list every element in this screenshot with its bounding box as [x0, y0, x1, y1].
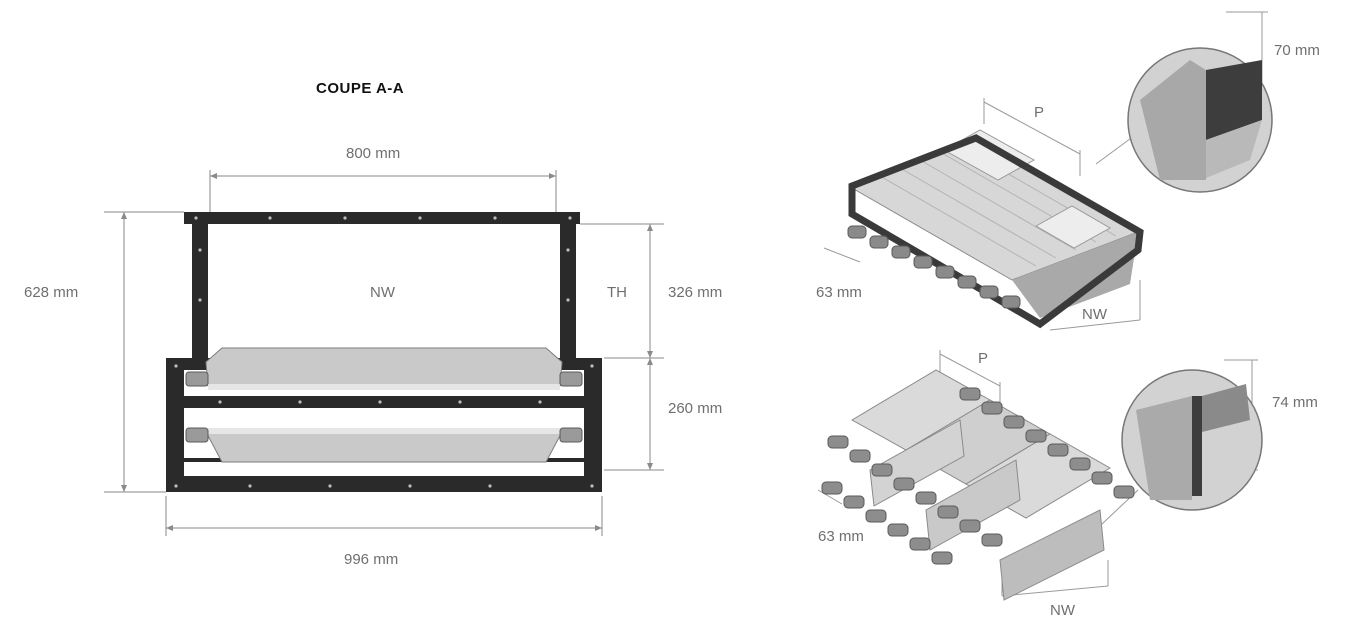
- dim-height-total: 628 mm: [24, 284, 79, 301]
- top-side-height: 70 mm: [1274, 42, 1320, 59]
- label-nominal-width: NW: [370, 284, 395, 301]
- top-pitch-label: P: [1034, 104, 1045, 121]
- top-nominal-width: NW: [1082, 306, 1107, 323]
- top-chain-width: 63 mm: [816, 284, 862, 301]
- dim-height-lower: 260 mm: [668, 400, 723, 417]
- label-trough-height: TH: [607, 284, 627, 301]
- section-title: COUPE A-A: [316, 80, 405, 97]
- bottom-side-height: 74 mm: [1272, 394, 1318, 411]
- dim-height-upper: 326 mm: [668, 284, 723, 301]
- dim-width-top: 800 mm: [346, 145, 401, 162]
- bottom-pitch-label: P: [978, 350, 989, 367]
- bottom-nominal-width: NW: [1050, 602, 1075, 619]
- dim-width-bottom: 996 mm: [344, 551, 399, 568]
- bottom-chain-width: 63 mm: [818, 528, 864, 545]
